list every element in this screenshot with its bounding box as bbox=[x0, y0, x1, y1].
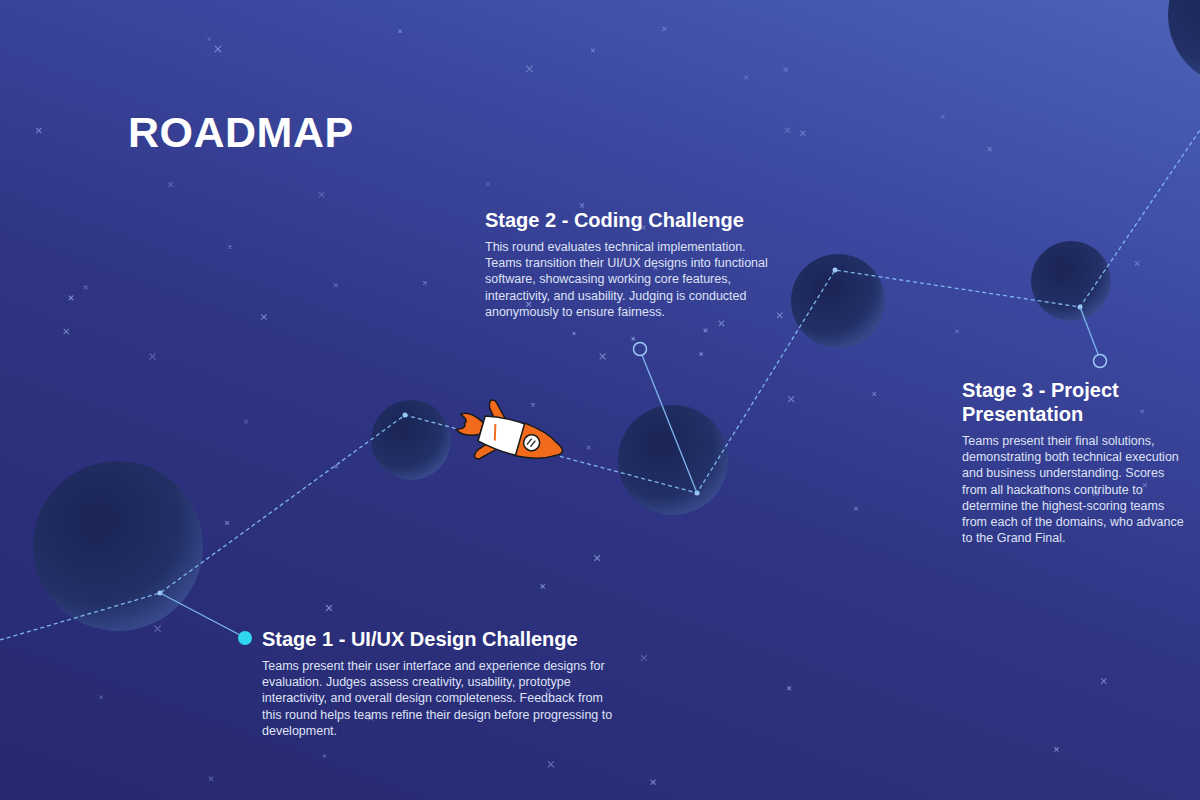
star bbox=[785, 393, 797, 405]
page-title: ROADMAP bbox=[128, 108, 354, 157]
planet bbox=[371, 400, 451, 480]
stage-block: Stage 2 - Coding ChallengeThis round eva… bbox=[485, 208, 770, 320]
star bbox=[1098, 676, 1109, 687]
star bbox=[786, 685, 793, 692]
star bbox=[630, 336, 637, 343]
star bbox=[316, 189, 327, 200]
star bbox=[578, 201, 586, 209]
star bbox=[61, 326, 71, 336]
star bbox=[597, 350, 609, 362]
star bbox=[82, 284, 89, 291]
star bbox=[397, 28, 403, 34]
stage-marker bbox=[1094, 355, 1107, 368]
rocket bbox=[450, 393, 571, 481]
star bbox=[638, 652, 650, 664]
star bbox=[323, 602, 335, 614]
star bbox=[206, 36, 212, 42]
stage-description: Teams present their final solutions, dem… bbox=[962, 433, 1190, 546]
star bbox=[1139, 408, 1145, 414]
star bbox=[1133, 259, 1142, 268]
star bbox=[332, 281, 340, 289]
planet bbox=[618, 405, 728, 515]
star bbox=[152, 623, 164, 635]
star bbox=[98, 694, 104, 700]
star bbox=[322, 753, 328, 759]
star bbox=[742, 73, 751, 82]
star bbox=[592, 553, 603, 564]
star bbox=[782, 125, 792, 135]
stage-heading: Stage 2 - Coding Challenge bbox=[485, 208, 770, 232]
route-path bbox=[0, 130, 1200, 640]
stage-heading: Stage 3 - Project Presentation bbox=[962, 378, 1190, 426]
stage-dot bbox=[238, 631, 252, 645]
star bbox=[871, 390, 878, 397]
star bbox=[716, 318, 727, 329]
star bbox=[939, 113, 946, 120]
star bbox=[212, 43, 224, 55]
star bbox=[166, 180, 175, 189]
stage-block: Stage 1 - UI/UX Design ChallengeTeams pr… bbox=[262, 627, 622, 739]
star bbox=[227, 244, 233, 250]
leader-lines bbox=[160, 307, 1098, 635]
planet bbox=[791, 254, 885, 348]
star bbox=[242, 418, 250, 426]
star bbox=[259, 312, 270, 323]
stage-block: Stage 3 - Project PresentationTeams pres… bbox=[962, 378, 1190, 546]
star bbox=[798, 128, 808, 138]
star bbox=[207, 774, 216, 783]
star bbox=[530, 402, 536, 408]
star bbox=[523, 63, 536, 76]
star bbox=[67, 293, 76, 302]
star bbox=[1052, 745, 1060, 753]
star bbox=[954, 328, 960, 334]
star bbox=[648, 777, 658, 787]
star bbox=[774, 310, 785, 321]
star bbox=[986, 145, 994, 153]
stage-marker bbox=[634, 343, 647, 356]
star bbox=[781, 65, 790, 74]
star bbox=[571, 331, 577, 337]
star bbox=[585, 444, 591, 450]
star bbox=[698, 351, 704, 357]
planet bbox=[1031, 241, 1111, 321]
stage-description: Teams present their user interface and e… bbox=[262, 658, 622, 739]
star bbox=[422, 280, 428, 286]
planet bbox=[1168, 0, 1200, 87]
star bbox=[852, 505, 860, 513]
star bbox=[589, 47, 597, 55]
stage-description: This round evaluates technical implement… bbox=[485, 239, 770, 320]
star bbox=[660, 25, 668, 33]
star bbox=[539, 582, 547, 590]
star bbox=[484, 180, 492, 188]
stage-heading: Stage 1 - UI/UX Design Challenge bbox=[262, 627, 622, 651]
star bbox=[702, 327, 710, 335]
star bbox=[33, 125, 44, 136]
star bbox=[223, 519, 230, 526]
star bbox=[146, 350, 158, 362]
star bbox=[545, 758, 557, 770]
